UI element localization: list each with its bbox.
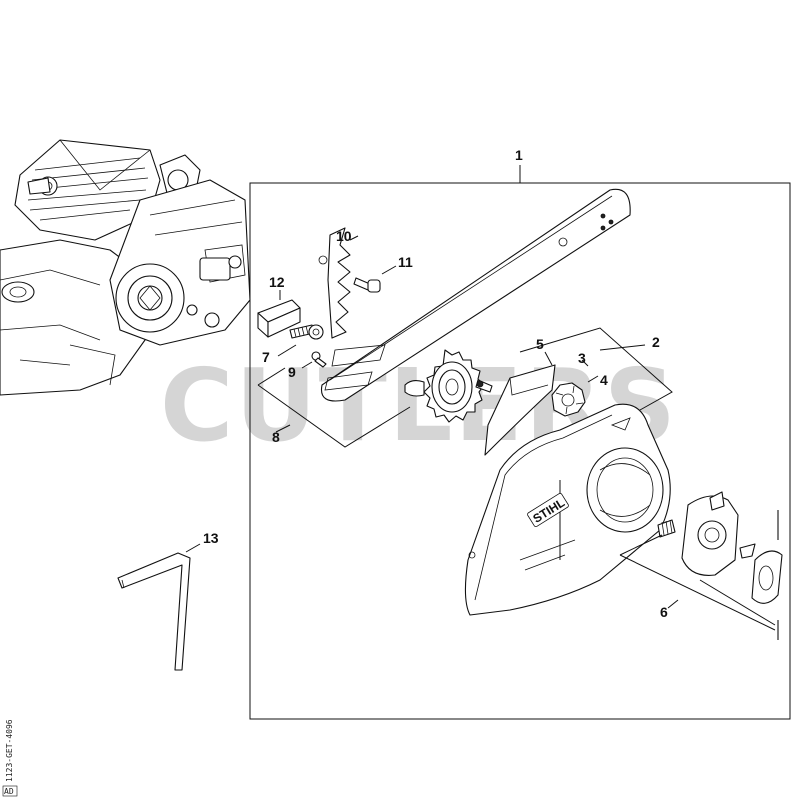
assembly-frame: 1 [249,147,791,720]
part-5-chain-guide: 5 [484,336,556,456]
part-10-tensioner-plate: 10 [318,227,359,339]
bracket-2-3: 3 2 [519,327,673,411]
callout-9: 9 [288,364,296,380]
corner-mark-box [2,785,18,797]
part-7-adjusting-screw: 7 [262,324,324,365]
part-11-screw: 11 [353,254,413,293]
callout-11: 11 [398,254,413,270]
part-6-assembly: 6 [619,491,783,640]
corner-mark: AD [4,787,14,796]
callout-13: 13 [203,530,219,546]
guide-bar-drawing [320,188,631,402]
part-4-nut: 4 [551,372,608,417]
powerhead-drawing [0,139,251,396]
callout-12: 12 [269,274,285,290]
callout-2: 2 [652,334,660,350]
part-9-screw: 9 [288,351,327,380]
sprocket-cover: STIHL [464,403,671,616]
bracket-8: 8 [257,367,411,448]
callout-4: 4 [600,372,608,388]
callout-10: 10 [336,228,352,244]
drawing-code: 1123-GET-4096 [5,719,14,782]
part-13-hex-key: 13 [117,530,219,671]
part-12-slide: 12 [257,274,301,338]
callout-3: 3 [578,350,586,366]
callout-1: 1 [515,147,523,163]
callout-7: 7 [262,349,270,365]
callout-5: 5 [536,336,544,352]
chain-sprocket [404,349,493,423]
callout-6: 6 [660,604,668,620]
callout-8: 8 [272,429,280,445]
